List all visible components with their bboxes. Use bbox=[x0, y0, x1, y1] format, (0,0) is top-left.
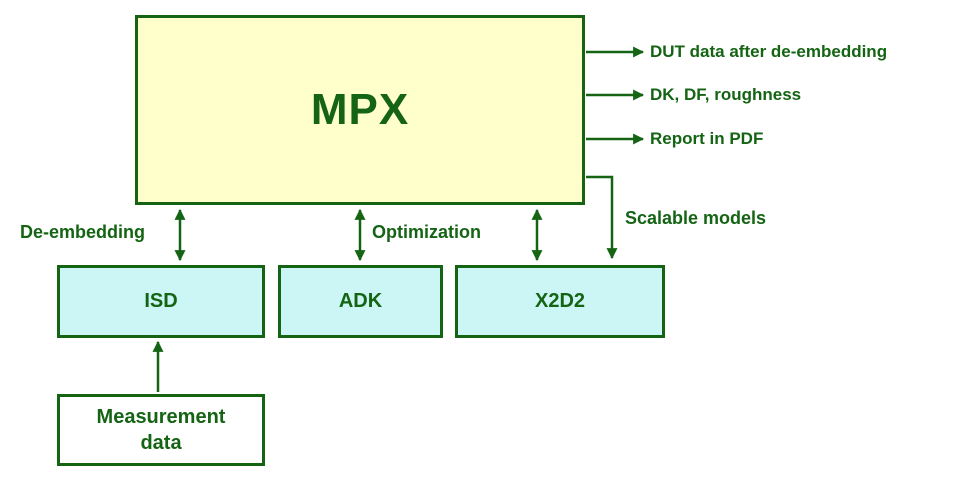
measurement-data-label: Measurement data bbox=[96, 406, 226, 454]
label-optimization: Optimization bbox=[372, 222, 481, 242]
x2d2-box: X2D2 bbox=[455, 265, 665, 338]
output-label-dk-df-roughness: DK, DF, roughness bbox=[650, 85, 802, 104]
x2d2-label: X2D2 bbox=[534, 290, 586, 312]
output-label-dut: DUT data after de-embedding bbox=[650, 42, 888, 61]
isd-label: ISD bbox=[144, 290, 178, 312]
mpx-box: MPX bbox=[135, 15, 585, 205]
mpx-label: MPX bbox=[310, 85, 410, 134]
isd-box: ISD bbox=[57, 265, 265, 338]
measurement-data-box: Measurement data bbox=[57, 394, 265, 466]
output-label-report-pdf: Report in PDF bbox=[650, 129, 764, 148]
label-scalable-models: Scalable models bbox=[625, 208, 767, 228]
arrow-mpx-scalable-models bbox=[586, 175, 618, 260]
label-de-embedding: De-embedding bbox=[20, 222, 146, 242]
adk-box: ADK bbox=[278, 265, 443, 338]
adk-label: ADK bbox=[338, 290, 383, 312]
